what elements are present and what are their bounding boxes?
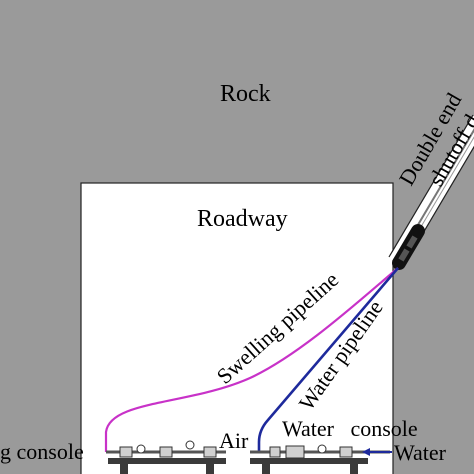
- roadway-label: Roadway: [197, 206, 288, 232]
- swelling-pipeline: [104, 267, 399, 452]
- swelling-console-label: g console: [0, 439, 84, 464]
- water-inlet-label: Water: [394, 440, 447, 465]
- rock-label: Rock: [220, 81, 271, 107]
- swelling-console: [106, 440, 226, 474]
- water-console-label: Water console: [282, 416, 418, 441]
- water-console: [250, 444, 392, 474]
- water-pipeline: [257, 267, 399, 452]
- roadway-region: [80, 182, 394, 474]
- shutoff-device: [392, 224, 425, 270]
- air-label: Air: [219, 428, 249, 453]
